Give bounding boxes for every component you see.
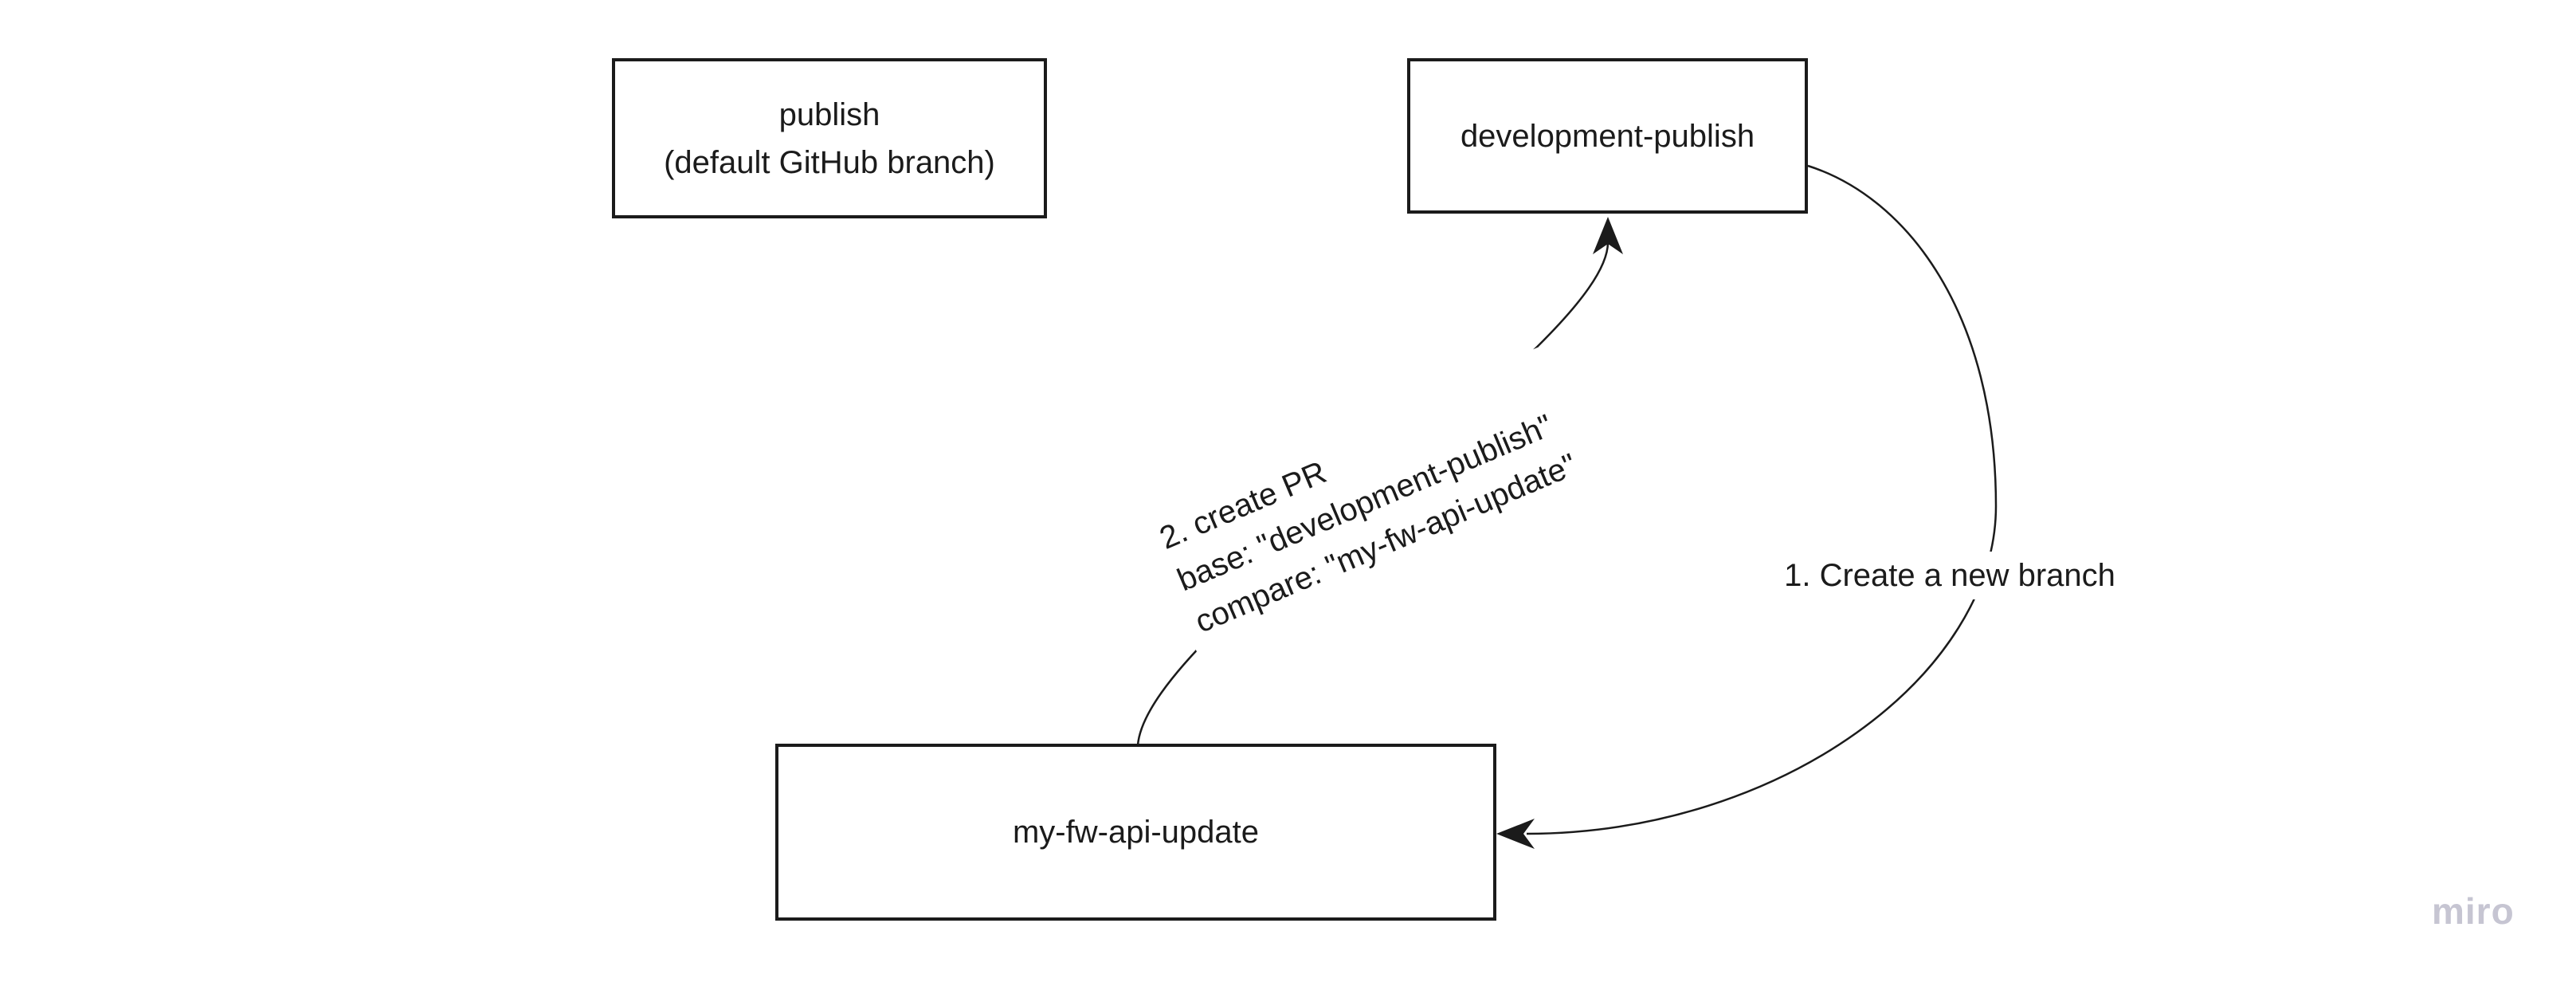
- node-development-publish-label: development-publish: [1460, 118, 1755, 154]
- node-development-publish[interactable]: development-publish: [1407, 58, 1808, 214]
- connector-label-create-branch[interactable]: 1. Create a new branch: [1774, 552, 2125, 599]
- node-my-fw-api-update-label: my-fw-api-update: [1012, 815, 1259, 850]
- miro-watermark: miro: [2432, 890, 2515, 932]
- connector-create-branch-line[interactable]: [1526, 164, 1998, 835]
- connector-label-text: 1. Create a new branch: [1784, 558, 2115, 593]
- node-my-fw-api-update[interactable]: my-fw-api-update: [775, 744, 1496, 921]
- node-publish[interactable]: publish (default GitHub branch): [612, 58, 1047, 218]
- connector-create-branch[interactable]: [1496, 164, 1998, 849]
- arrowhead-left-icon: [1496, 819, 1535, 849]
- node-publish-label-line-2: (default GitHub branch): [664, 144, 995, 180]
- arrowhead-up-icon: [1593, 217, 1623, 254]
- node-publish-label-line-1: publish: [778, 96, 880, 132]
